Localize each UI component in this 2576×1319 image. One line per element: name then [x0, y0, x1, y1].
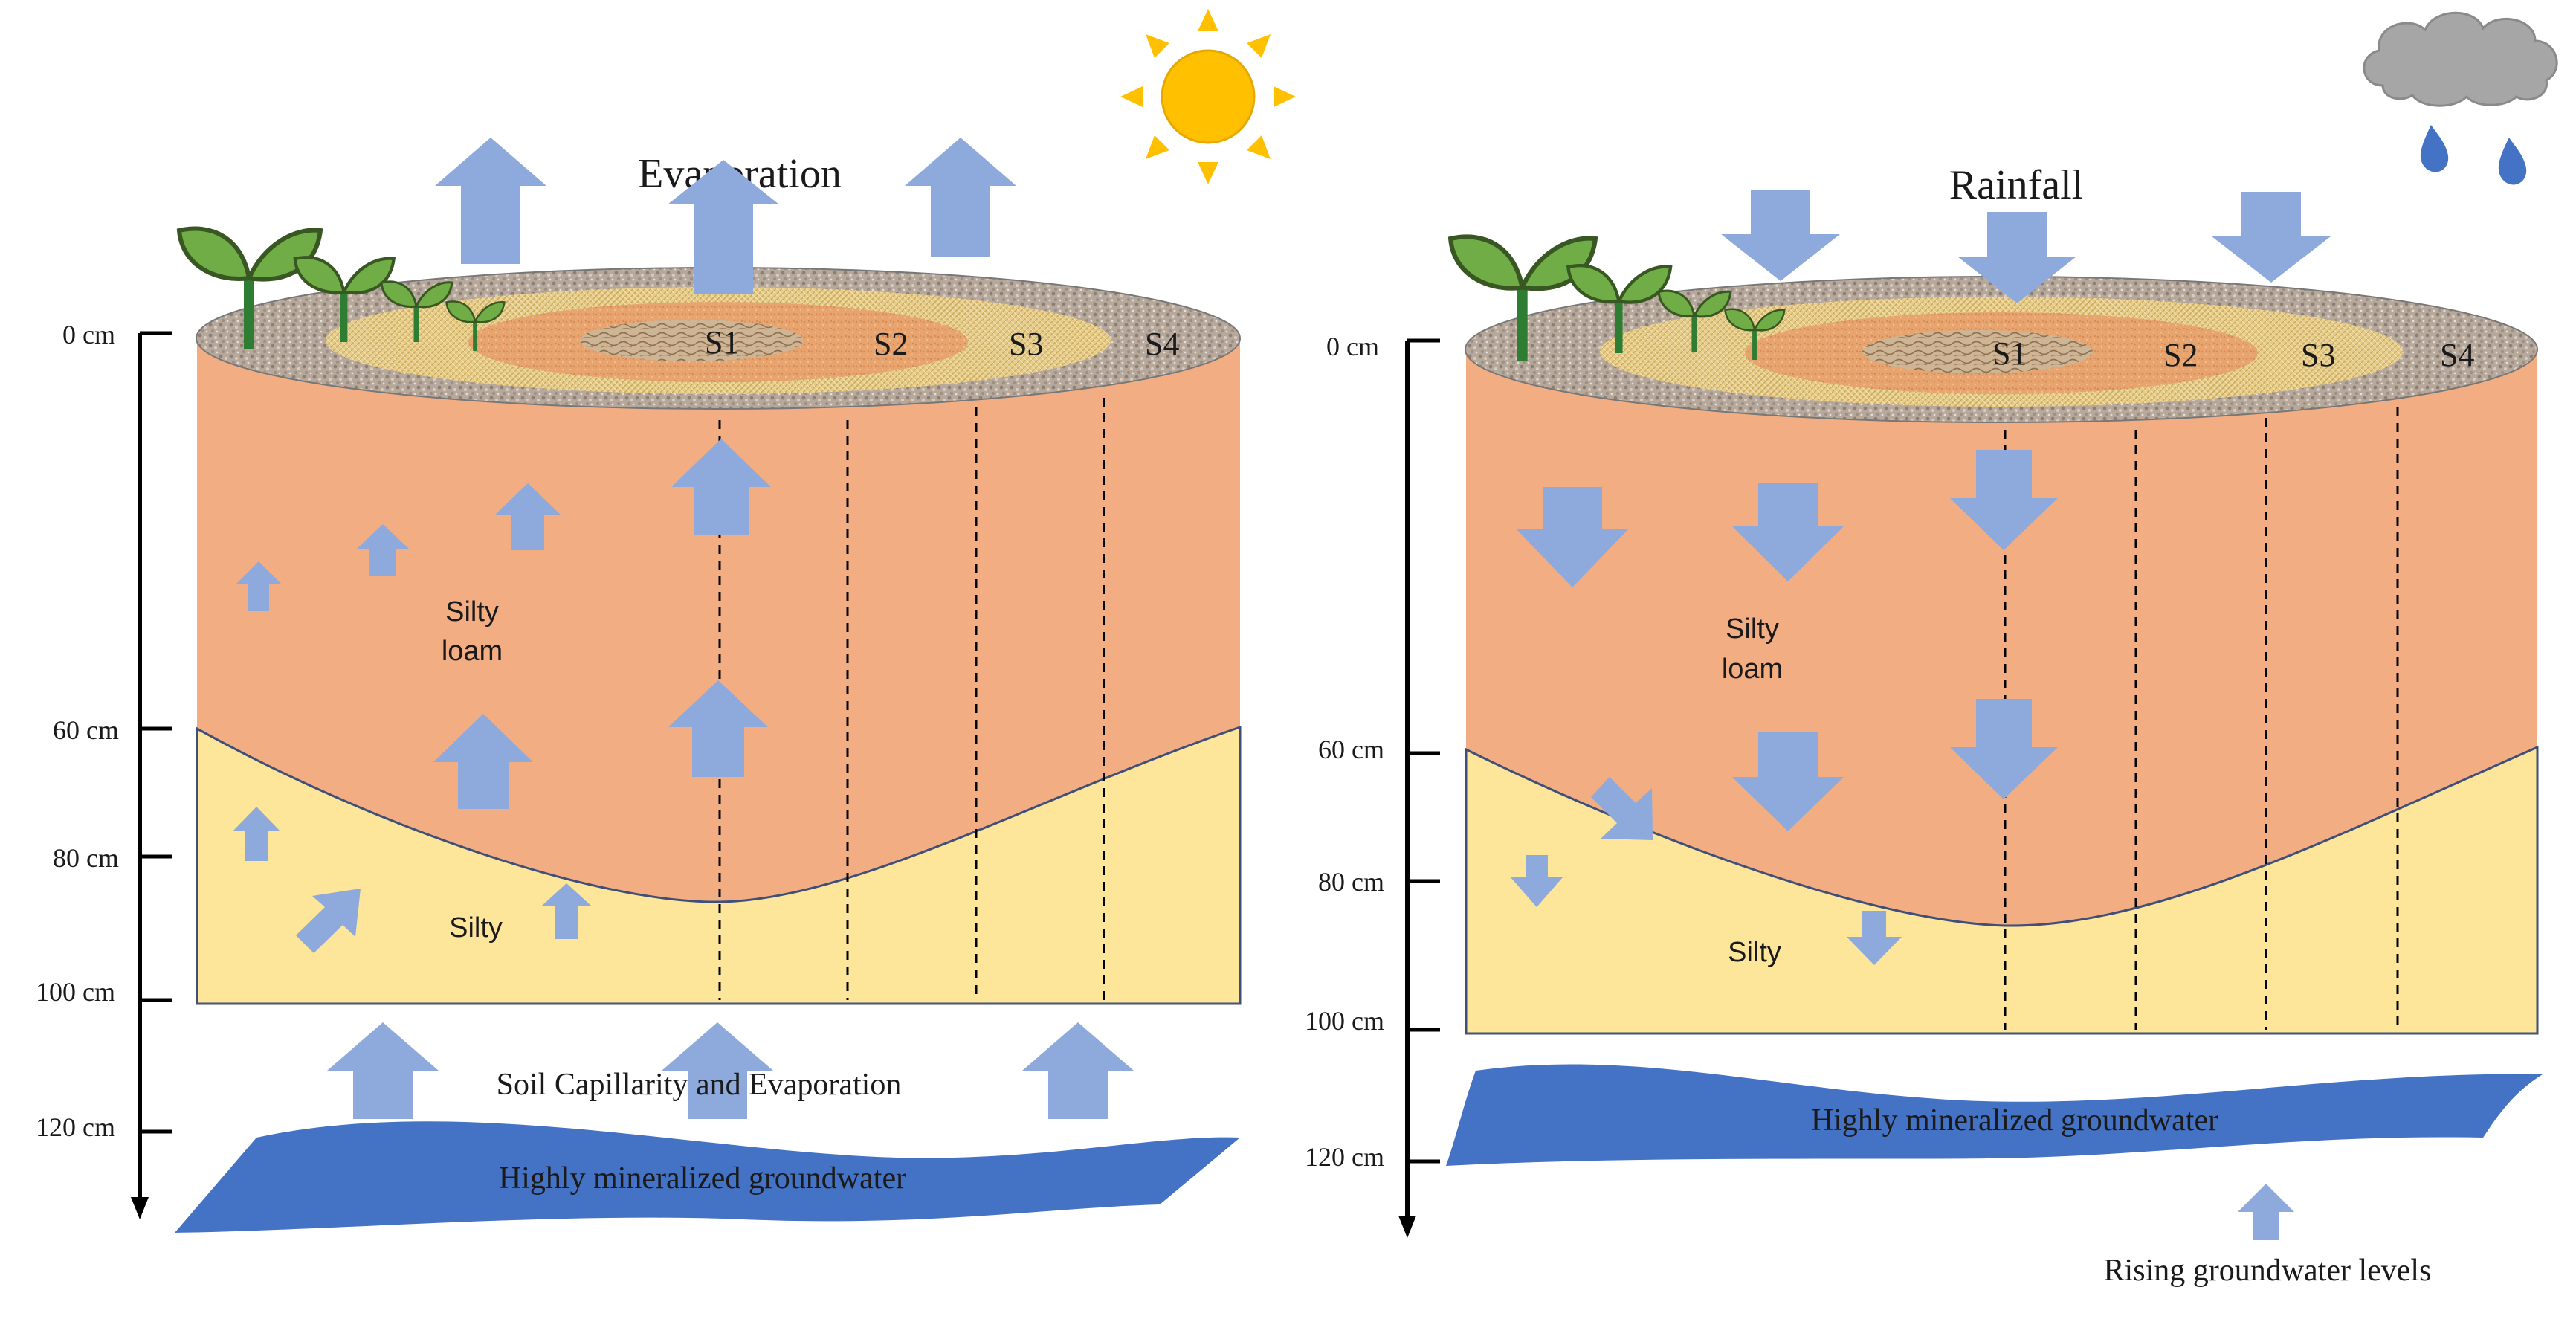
- arrow-up-icon: [905, 138, 1016, 257]
- arrow-down-icon: [1517, 487, 1628, 587]
- arrow-up-icon: [435, 138, 546, 264]
- right-loam-label-2: loam: [1722, 654, 1783, 685]
- arrow-down-icon: [1732, 732, 1844, 831]
- arrow-up-icon: [671, 439, 771, 535]
- arrow-up-icon: [662, 1022, 773, 1119]
- arrow-up-icon: [357, 524, 409, 576]
- right-zone-s1: S1: [1992, 335, 2027, 372]
- right-depth-100: 100 cm: [1305, 1006, 1384, 1036]
- left-depth-0: 0 cm: [62, 320, 115, 349]
- right-depth-120: 120 cm: [1305, 1142, 1384, 1172]
- left-depth-120: 120 cm: [36, 1112, 115, 1142]
- left-depth-60: 60 cm: [53, 715, 119, 745]
- right-silty-layer: [1465, 745, 2539, 1035]
- arrow-up-icon: [542, 883, 591, 939]
- arrow-diagonal-icon: [296, 889, 361, 953]
- arrow-up-icon: [433, 714, 533, 809]
- left-groundwater: [175, 1121, 1240, 1233]
- arrow-up-icon: [1022, 1022, 1134, 1119]
- left-arrows: [233, 138, 1134, 1119]
- rain-cloud-icon: [2363, 11, 2558, 185]
- arrow-down-icon: [1950, 450, 2058, 550]
- arrow-down-icon: [2212, 192, 2331, 283]
- arrow-down-icon: [1732, 483, 1844, 581]
- left-loam-label-1: Silty: [445, 596, 499, 628]
- right-title: Rainfall: [1949, 162, 2083, 208]
- arrow-up-icon: [668, 160, 779, 294]
- arrow-down-icon: [1950, 699, 2058, 799]
- left-process-label: Soil Capillarity and Evaporation: [497, 1068, 902, 1102]
- left-depth-100: 100 cm: [36, 977, 115, 1007]
- left-zone-s1: S1: [705, 324, 739, 361]
- arrow-down-icon: [1847, 911, 1902, 965]
- arrow-down-icon: [1721, 190, 1840, 281]
- right-groundwater-label: Highly mineralized groundwater: [1811, 1103, 2218, 1138]
- right-zone-s2: S2: [2163, 337, 2198, 373]
- left-top-cracked-center: [580, 320, 803, 361]
- right-depth-0: 0 cm: [1326, 332, 1379, 361]
- left-panel: 0 cm 60 cm 80 cm 100 cm 120 cm S1 S2 S3 …: [36, 9, 1296, 1233]
- left-silty-label: Silty: [449, 912, 503, 944]
- left-depth-axis: 0 cm 60 cm 80 cm 100 cm 120 cm: [36, 320, 172, 1219]
- arrow-up-icon: [494, 483, 561, 550]
- left-zone-s2: S2: [874, 326, 908, 362]
- arrow-up-icon: [233, 807, 280, 861]
- right-loam-label-1: Silty: [1726, 613, 1779, 645]
- right-zone-s3: S3: [2301, 337, 2335, 373]
- rising-groundwater-label: Rising groundwater levels: [2104, 1254, 2432, 1288]
- right-arrows: [1511, 190, 2331, 1240]
- right-depth-60: 60 cm: [1318, 735, 1384, 764]
- arrow-down-icon: [1511, 855, 1563, 907]
- arrow-down-icon: [1957, 212, 2076, 303]
- left-depth-80: 80 cm: [53, 843, 119, 873]
- right-axis-arrowhead: [1398, 1216, 1416, 1238]
- left-zone-s3: S3: [1009, 326, 1043, 362]
- arrow-diagonal-icon: [1591, 777, 1653, 840]
- left-loam-label-2: loam: [442, 636, 503, 667]
- right-groundwater: [1446, 1064, 2543, 1166]
- arrow-up-icon: [327, 1022, 439, 1119]
- left-axis-arrowhead: [131, 1197, 149, 1219]
- right-silty-label: Silty: [1728, 937, 1781, 968]
- right-panel: 0 cm 60 cm 80 cm 100 cm 120 cm S1 S2 S3 …: [1305, 11, 2558, 1288]
- arrow-up-icon: [236, 561, 281, 611]
- right-top-cracked-center: [1862, 330, 2093, 373]
- left-zone-s4: S4: [1145, 326, 1179, 362]
- sun-icon: [1120, 9, 1296, 184]
- left-groundwater-label: Highly mineralized groundwater: [499, 1161, 906, 1196]
- arrow-up-icon: [668, 680, 768, 777]
- right-depth-80: 80 cm: [1318, 867, 1384, 897]
- arrow-up-icon: [2238, 1184, 2294, 1240]
- right-depth-axis: 0 cm 60 cm 80 cm 100 cm 120 cm: [1305, 332, 1440, 1238]
- right-zone-s4: S4: [2440, 337, 2474, 373]
